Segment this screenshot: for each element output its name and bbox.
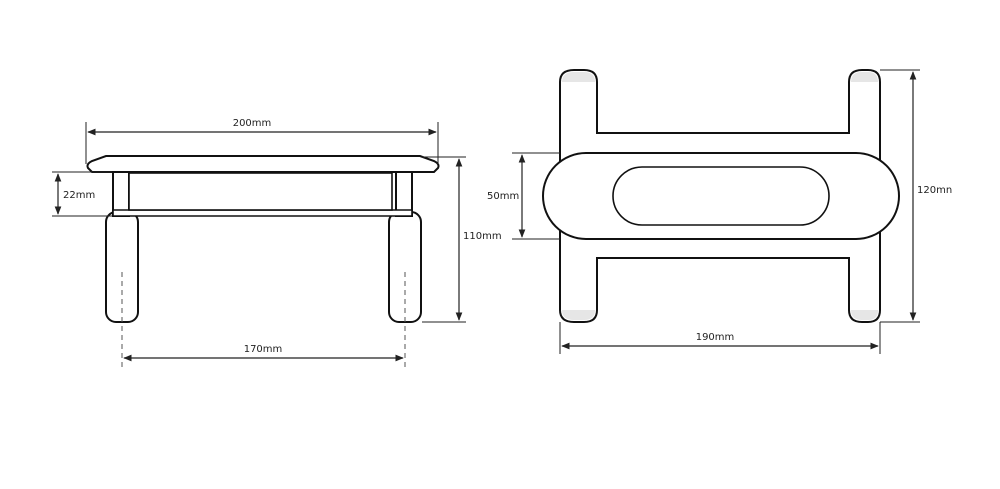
dimension-side-total-height: 110mm [422,156,502,323]
frame-tip-bottom-left [562,310,595,320]
dimension-side-plate-height: 22mm [52,171,112,217]
side-plate-height-label: 22mm [63,190,95,201]
frame-tip-top-right [851,72,878,82]
side-total-height-label: 110mm [463,231,502,242]
pin-spacing-label: 170mm [244,344,283,355]
top-plate-height-label: 50mm [487,191,519,202]
frame-tip-top-left [562,72,595,82]
top-view: 50mm 120mn 190mm [487,69,952,354]
dimension-top-plate-height: 50mm [487,152,560,240]
dimension-pin-spacing: 170mm [123,344,404,362]
side-top-plate [86,155,440,173]
side-recess [128,172,393,211]
top-total-height-label: 120mn [917,185,952,196]
side-width-label: 200mm [233,118,272,129]
dimension-top-width: 190mm [559,322,881,354]
top-inner-grip [612,166,830,226]
side-base-bar [112,209,413,217]
side-view: 200mm 22mm 110mm 170mm [52,118,502,370]
frame-tip-bottom-right [851,310,878,320]
dimension-top-total-height: 120mn [880,69,952,323]
top-width-label: 190mm [696,332,735,343]
